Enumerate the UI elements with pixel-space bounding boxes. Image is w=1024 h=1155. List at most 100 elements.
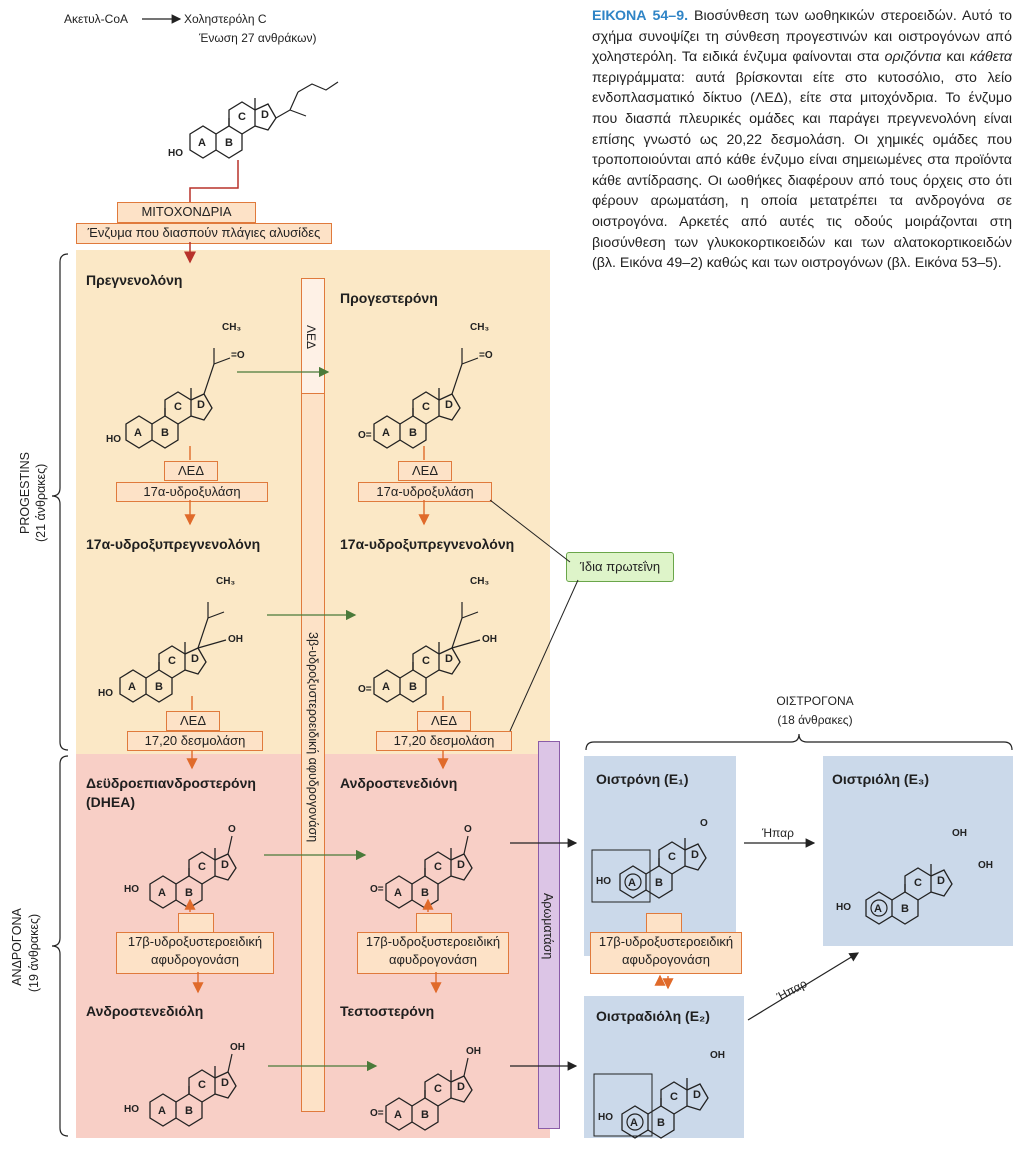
caption-italic-2: κάθετα xyxy=(969,49,1012,66)
svg-text:C: C xyxy=(434,861,442,873)
androstenedione-title: Ανδροστενεδιόνη xyxy=(340,775,458,791)
svg-text:CH₃: CH₃ xyxy=(216,576,235,587)
hsd17-label-3a: 17β-υδροξυστεροειδική xyxy=(598,934,734,949)
svg-text:D: D xyxy=(221,859,229,871)
svg-text:D: D xyxy=(457,859,465,871)
caption-text-3: περιγράμματα: αυτά βρίσκονται είτε στο κ… xyxy=(592,69,1012,272)
svg-text:B: B xyxy=(185,1105,193,1117)
hsd17-arrows xyxy=(184,898,674,994)
figure-label: ΕΙΚΟΝΑ 54–9. xyxy=(592,8,689,24)
svg-text:A: A xyxy=(394,1109,402,1121)
svg-text:D: D xyxy=(261,109,269,121)
svg-text:HO: HO xyxy=(598,1112,613,1123)
hsd17-label-3b: αφυδρογονάση xyxy=(622,952,710,967)
acetyl-coa-label: Ακετυλ-CoA xyxy=(64,12,128,26)
same-protein-label: Ίδια πρωτεΐνη xyxy=(579,559,661,574)
pregnenolone-title: Πρεγνενολόνη xyxy=(86,272,183,288)
hydroxypregnenolone-title: 17α-υδροξυπρεγνενολόνη xyxy=(86,536,261,552)
hydroxylase-box-2: 17α-υδροξυλάση xyxy=(358,482,492,502)
svg-text:HO: HO xyxy=(168,148,183,159)
svg-text:B: B xyxy=(409,681,417,693)
svg-text:OH: OH xyxy=(710,1050,725,1061)
svg-text:HO: HO xyxy=(106,434,121,445)
estrogens-sub-label: (18 άνθρακες) xyxy=(777,713,853,727)
svg-text:D: D xyxy=(197,399,205,411)
svg-text:A: A xyxy=(134,427,142,439)
svg-text:C: C xyxy=(198,1079,206,1091)
cholesterol-connector xyxy=(189,160,239,202)
svg-text:A: A xyxy=(382,681,390,693)
svg-text:OH: OH xyxy=(230,1042,245,1053)
hsd3-led-section xyxy=(302,279,324,394)
progesterone-structure: A B C D O= CH₃ =O xyxy=(358,322,493,449)
svg-text:OH: OH xyxy=(228,634,243,645)
svg-text:B: B xyxy=(185,887,193,899)
svg-text:A: A xyxy=(874,903,882,915)
hsd17-box-1: 17β-υδροξυστεροειδική αφυδρογονάση xyxy=(116,932,274,974)
svg-text:OH: OH xyxy=(466,1046,481,1057)
svg-text:D: D xyxy=(221,1077,229,1089)
svg-text:C: C xyxy=(434,1083,442,1095)
estrogens-bracket xyxy=(585,733,1013,751)
dhea-title: Δεϋδροεπιανδροστερόνη xyxy=(86,775,256,791)
svg-text:O=: O= xyxy=(370,1108,384,1119)
hsd3-bar xyxy=(301,278,325,1112)
cholesterol-label: Χοληστερόλη C xyxy=(184,12,267,26)
svg-text:C: C xyxy=(422,401,430,413)
svg-text:B: B xyxy=(161,427,169,439)
svg-text:C: C xyxy=(238,111,246,123)
progestins-bracket xyxy=(51,253,69,751)
same-protein-line-2 xyxy=(509,579,579,732)
estrone-title: Οιστρόνη (E₁) xyxy=(596,771,689,787)
svg-text:HO: HO xyxy=(836,902,851,913)
svg-text:D: D xyxy=(445,399,453,411)
svg-text:A: A xyxy=(158,887,166,899)
cholesterol-structure: A B C D HO xyxy=(168,81,339,159)
hsd17-label-2a: 17β-υδροξυστεροειδική xyxy=(365,934,501,949)
hsd17-label-1b: αφυδρογονάση xyxy=(151,952,239,967)
svg-text:A: A xyxy=(158,1105,166,1117)
svg-text:HO: HO xyxy=(98,688,113,699)
svg-text:OH: OH xyxy=(952,828,967,839)
svg-text:B: B xyxy=(901,903,909,915)
side-chain-cleavage-enzyme: Ένζυμα που διασπούν πλάγιες αλυσίδες xyxy=(76,223,332,244)
estriol-structure: A B C D HO OH OH xyxy=(836,828,993,925)
svg-text:HO: HO xyxy=(124,1104,139,1115)
svg-text:D: D xyxy=(457,1081,465,1093)
svg-text:O=: O= xyxy=(358,684,372,695)
svg-text:A: A xyxy=(382,427,390,439)
androstenediol-structure: A B C D HO OH xyxy=(124,1042,245,1127)
svg-text:OH: OH xyxy=(978,860,993,871)
estrogens-label: ΟΙΣΤΡΟΓΟΝΑ xyxy=(776,694,854,708)
pregnenolone-structure: A B C D HO CH₃ =O xyxy=(106,322,245,449)
androstenedione-structure: A B C D O= O xyxy=(370,824,473,909)
same-protein-callout: Ίδια πρωτεΐνη xyxy=(566,552,674,582)
svg-text:C: C xyxy=(670,1091,678,1103)
svg-text:OH: OH xyxy=(482,634,497,645)
svg-text:D: D xyxy=(691,849,699,861)
progesterone-title: Προγεστερόνη xyxy=(340,290,438,306)
desmolase-box-1: 17,20 δεσμολάση xyxy=(127,731,263,751)
led-box-4: ΛΕΔ xyxy=(417,711,471,731)
svg-text:D: D xyxy=(445,653,453,665)
svg-text:HO: HO xyxy=(124,884,139,895)
svg-text:B: B xyxy=(155,681,163,693)
led-box-1: ΛΕΔ xyxy=(164,461,218,481)
svg-text:B: B xyxy=(655,877,663,889)
hsd17-label-2b: αφυδρογονάση xyxy=(389,952,477,967)
same-protein-line-1 xyxy=(489,499,571,563)
svg-text:CH₃: CH₃ xyxy=(470,576,489,587)
svg-text:B: B xyxy=(421,887,429,899)
androstenediol-title: Ανδροστενεδιόλη xyxy=(86,1003,204,1019)
svg-text:C: C xyxy=(422,655,430,667)
caption-text-2: και xyxy=(941,49,970,66)
liver-label-1: Ήπαρ xyxy=(762,826,794,840)
svg-text:=O: =O xyxy=(231,350,245,361)
hydroxypregnenolone-structure: A B C D HO CH₃ OH xyxy=(98,576,243,703)
svg-text:B: B xyxy=(421,1109,429,1121)
estradiol-panel xyxy=(584,996,744,1138)
svg-text:B: B xyxy=(657,1117,665,1129)
svg-text:=O: =O xyxy=(479,350,493,361)
estradiol-title: Οιστραδιόλη (E₂) xyxy=(596,1008,710,1024)
